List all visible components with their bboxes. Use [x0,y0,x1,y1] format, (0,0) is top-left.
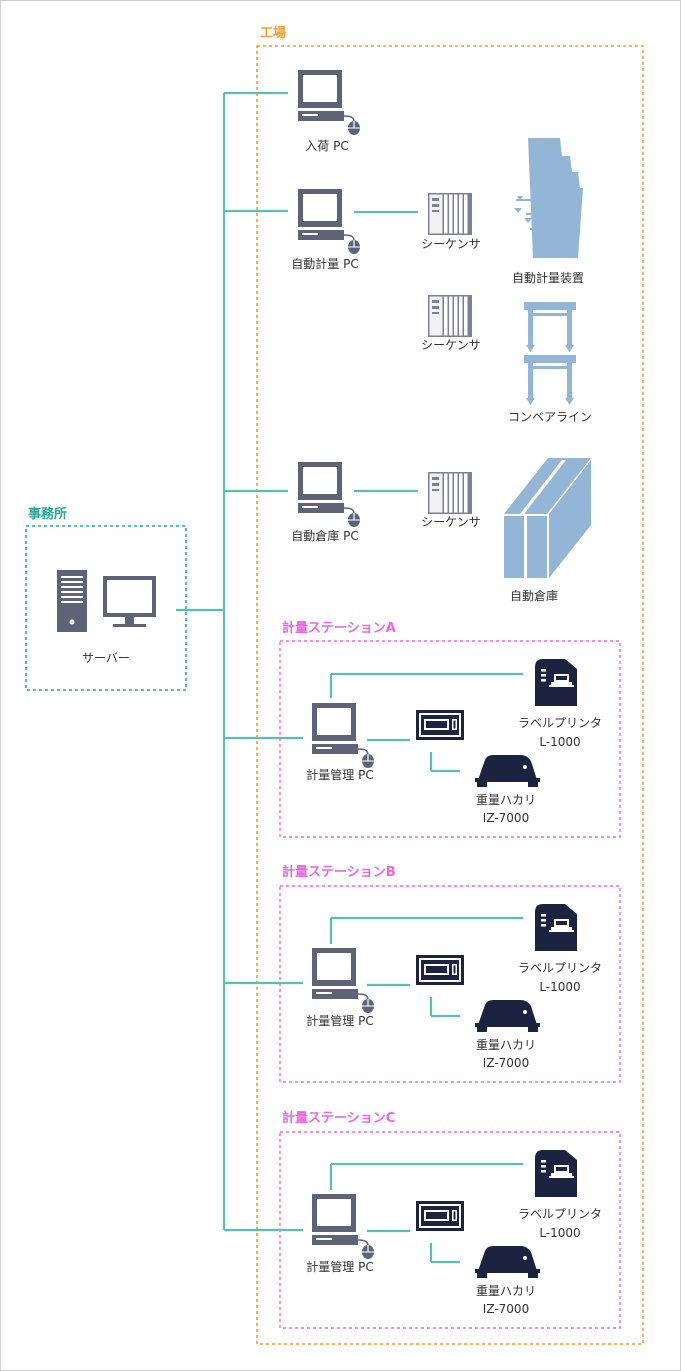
weigh-mgmt-pc-label: 計量管理 PC [306,1013,373,1028]
scale-model: IZ-7000 [483,811,529,825]
arrival-pc-label: 入荷 PC [305,139,348,153]
label-printer-label: ラベルプリンタ [518,961,602,975]
scale-label: 重量ハカリ [476,793,536,807]
scale-model: IZ-7000 [483,1056,529,1070]
label-printer-model: L-1000 [539,1226,580,1240]
station-b-label: 計量ステーションB [282,864,396,880]
sequencer-icon [428,295,472,337]
auto-warehouse-icon [504,458,591,578]
terminal-icon [416,1201,464,1231]
scale-icon [475,1000,540,1032]
server-monitor-icon [103,576,156,627]
label-printer-icon [535,904,577,951]
weigh-mgmt-pc-icon [311,1193,375,1260]
label-printer-model: L-1000 [539,980,580,994]
server-label: サーバー [82,651,130,665]
factory-label: 工場 [260,25,286,41]
scale-label: 重量ハカリ [476,1284,536,1298]
station-a-label: 計量ステーションA [282,620,396,636]
factory-frame [256,45,644,1345]
scale-model: IZ-7000 [483,1302,529,1316]
sequencer-label: シーケンサ [421,515,481,529]
auto-weigh-device-icon [514,138,583,258]
sequencer-icon [428,193,472,235]
auto-warehouse-pc-icon [297,461,361,528]
auto-weigh-pc-label: 自動計量 PC [291,256,358,271]
terminal-icon [416,955,464,985]
auto-warehouse-pc-label: 自動倉庫 PC [291,528,358,543]
label-printer-label: ラベルプリンタ [518,716,602,730]
label-printer-label: ラベルプリンタ [518,1207,602,1221]
label-printer-icon [535,1150,577,1197]
conveyor-line-icon [524,302,576,405]
sequencer-label: シーケンサ [421,237,481,251]
label-printer-icon [535,659,577,706]
sequencer-label: シーケンサ [421,338,481,352]
weigh-mgmt-pc-icon [311,702,375,769]
conveyor-line-label: コンベアライン [508,410,592,424]
arrival-pc-icon [297,69,361,136]
server-tower-icon [57,570,87,632]
label-printer-model: L-1000 [539,735,580,749]
auto-weigh-device-label: 自動計量装置 [512,270,584,285]
scale-icon [475,755,540,787]
auto-weigh-pc-icon [297,188,361,255]
weigh-mgmt-pc-label: 計量管理 PC [306,767,373,782]
sequencer-icon [428,472,472,514]
office-frame [25,525,187,691]
weigh-mgmt-pc-label: 計量管理 PC [306,1259,373,1274]
scale-icon [475,1246,540,1278]
scale-label: 重量ハカリ [476,1038,536,1052]
network-lines [176,91,523,1264]
weigh-mgmt-pc-icon [311,947,375,1014]
terminal-icon [416,710,464,740]
station-c-label: 計量ステーションC [282,1110,395,1126]
office-label: 事務所 [28,506,67,522]
auto-warehouse-label: 自動倉庫 [510,588,558,603]
